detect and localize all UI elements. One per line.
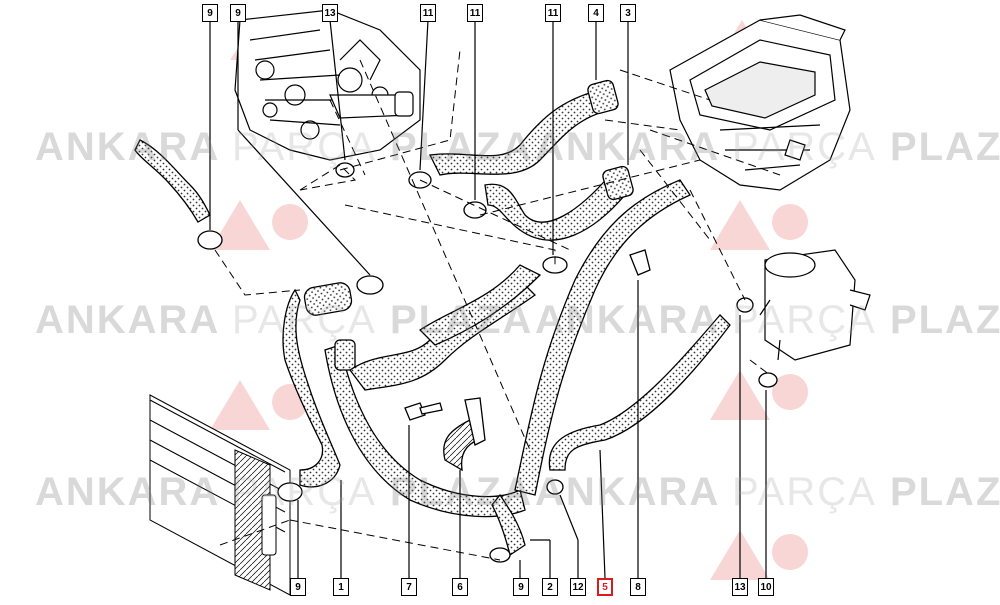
hose-3 [484,173,626,241]
callout-top-11a: 11 [420,4,436,22]
callout-bottom-2: 2 [542,578,558,596]
expansion-tank [759,249,871,361]
hose-5 [548,314,731,471]
callout-bottom-6: 6 [452,578,468,596]
watermark-row-3: ANKARA PARÇA PLAZA [35,470,534,514]
callout-bottom-7: 7 [401,578,417,596]
leader-lines [209,19,767,579]
callout-top-4: 4 [588,4,604,22]
callout-bottom-5-highlighted: 5 [597,578,613,596]
callout-bottom-12: 12 [570,578,586,596]
callout-top-11b: 11 [467,4,483,22]
dashed-lines [214,49,781,561]
radiator [149,394,291,596]
callout-bottom-1: 1 [333,578,349,596]
callout-top-3: 3 [620,4,636,22]
callout-bottom-8: 8 [630,578,646,596]
callout-top-11c: 11 [545,4,561,22]
clamps [197,162,778,563]
callout-bottom-13: 13 [732,578,748,596]
callout-top-9b: 9 [230,4,246,22]
hose-2 [324,344,526,518]
hose-vertical [514,179,691,496]
callout-top-9a: 9 [202,4,218,22]
callout-bottom-10: 10 [758,578,774,596]
watermark-row-2b: ANKARA PARÇA PLAZA [535,298,1000,342]
watermark-row-1b: ANKARA PARÇA PLAZA [535,125,1000,169]
hose-1 [282,288,341,488]
engine-block [234,9,421,161]
heater-unit [669,14,851,191]
callout-top-13: 13 [322,4,338,22]
hose-left-upper [134,139,211,223]
callout-bottom-9a: 9 [290,578,306,596]
watermark-row-1: ANKARA PARÇA PLAZA [35,125,534,169]
watermark-row-3b: ANKARA PARÇA PLAZA [535,470,1000,514]
callout-bottom-9b: 9 [513,578,529,596]
hoses [134,79,731,557]
watermark-row-2: ANKARA PARÇA PLAZA [35,298,534,342]
